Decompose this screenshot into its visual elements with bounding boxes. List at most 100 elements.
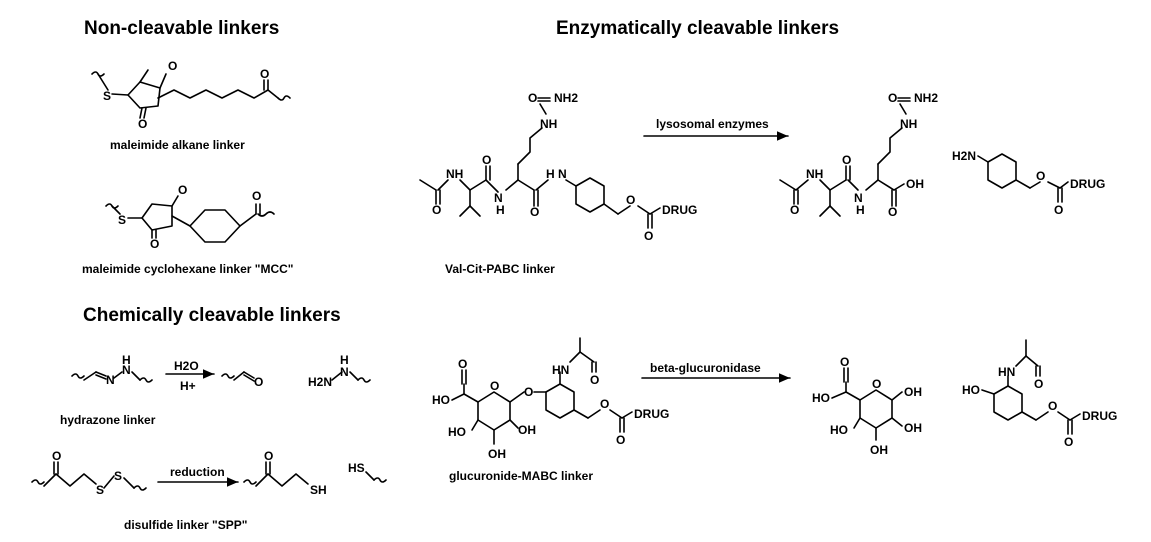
atom-oh: OH <box>906 177 924 191</box>
lysosomal-enzymes-arrow: lysosomal enzymes <box>643 117 789 141</box>
atom-o: O <box>1036 169 1045 183</box>
hydrazine-structure: H2N H N <box>308 353 371 389</box>
drug-label: DRUG <box>634 407 669 421</box>
atom-h: H <box>340 353 349 367</box>
atom-nh2: NH2 <box>914 91 938 105</box>
benzene-ring <box>987 153 1017 189</box>
atom-o: O <box>590 373 599 387</box>
benzene-ring <box>993 385 1023 421</box>
atom-nh: NH <box>900 117 917 131</box>
atom-o: O <box>790 203 799 217</box>
citrulline-chain <box>877 127 903 165</box>
reagent-beta-glucuronidase: beta-glucuronidase <box>650 361 761 375</box>
atom-o: O <box>178 183 187 197</box>
atom-ho: HO <box>432 393 450 407</box>
glucuronide-mabc-structure: O HO O HO OH OH O HN O O O DRUG <box>432 337 669 461</box>
reagent-lysosomal-enzymes: lysosomal enzymes <box>656 117 769 131</box>
benzene-ring <box>545 383 575 419</box>
atom-o: O <box>1054 203 1063 217</box>
disulfide-structure: O S S <box>31 449 147 497</box>
reagent-reduction: reduction <box>170 465 225 479</box>
atom-n: N <box>106 373 115 387</box>
pyranose-ring <box>477 391 511 431</box>
atom-o: O <box>600 397 609 411</box>
wavy-bond-icon <box>277 95 291 101</box>
atom-h2n: H2N <box>952 149 976 163</box>
atom-s: S <box>114 469 122 483</box>
wavy-bond-icon <box>139 377 153 383</box>
atom-nh: NH <box>806 167 823 181</box>
val-cit-pabc-structure: O NH O N H NH O NH2 O H N O <box>419 91 697 243</box>
atom-s: S <box>103 89 111 103</box>
glucuronide-mabc-caption: glucuronide-MABC linker <box>449 469 594 483</box>
atom-h: H <box>856 203 865 217</box>
atom-o: O <box>52 449 61 463</box>
wavy-bond-icon <box>31 479 45 485</box>
cyclohexane-ring <box>189 209 241 243</box>
atom-n: N <box>854 191 863 205</box>
atom-h: H <box>496 203 505 217</box>
mcc-structure: S O O O <box>105 183 275 251</box>
atom-s: S <box>96 483 104 497</box>
atom-o: O <box>644 229 653 243</box>
atom-nh: NH <box>540 117 557 131</box>
reduction-arrow: reduction <box>157 465 239 487</box>
alkane-chain <box>157 89 279 99</box>
atom-oh: OH <box>904 385 922 399</box>
reagent-h2o: H2O <box>174 359 199 373</box>
atom-o: O <box>530 205 539 219</box>
maleimide-alkane-structure: S O O O <box>91 59 291 131</box>
atom-o: O <box>252 189 261 203</box>
atom-nh2: NH2 <box>554 91 578 105</box>
atom-o: O <box>626 193 635 207</box>
atom-oh: OH <box>904 421 922 435</box>
mcc-caption: maleimide cyclohexane linker "MCC" <box>82 262 294 276</box>
hydrazone-caption: hydrazone linker <box>60 413 156 427</box>
atom-o: O <box>254 375 263 389</box>
propyl-chain <box>267 473 309 487</box>
wavy-bond-icon <box>133 485 147 491</box>
atom-o: O <box>888 205 897 219</box>
val-cit-acid-structure: O NH O N H NH O NH2 O OH <box>779 91 938 219</box>
atom-ho: HO <box>448 425 466 439</box>
atom-ho: HO <box>962 383 980 397</box>
atom-n: N <box>340 365 349 379</box>
wavy-bond-icon <box>257 211 275 217</box>
atom-o: O <box>840 355 849 369</box>
aldehyde-structure: O <box>221 371 263 389</box>
atom-o: O <box>458 357 467 371</box>
citrulline-chain <box>517 127 543 165</box>
atom-o: O <box>1064 435 1073 449</box>
atom-h2n: H2N <box>308 375 332 389</box>
atom-hn: HN <box>552 363 569 377</box>
wavy-bond-icon <box>221 373 235 379</box>
atom-o: O <box>842 153 851 167</box>
atom-n: N <box>494 191 503 205</box>
wavy-bond-icon <box>71 373 85 379</box>
hydrolysis-arrow: H2O H+ <box>165 359 215 393</box>
atom-hn: HN <box>998 365 1015 379</box>
thiol-fragment-structure: HS <box>348 461 387 483</box>
wavy-bond-icon <box>373 477 387 483</box>
thiol-product-structure: O SH <box>243 449 327 497</box>
drug-label: DRUG <box>1082 409 1117 423</box>
atom-o: O <box>432 203 441 217</box>
five-ring <box>127 81 161 109</box>
hydrazone-structure: N H N <box>71 353 153 387</box>
atom-o: O <box>888 91 897 105</box>
atom-oh: OH <box>870 443 888 457</box>
atom-n: N <box>122 363 131 377</box>
wavy-bond-icon <box>243 479 257 485</box>
atom-oh: OH <box>488 447 506 461</box>
pyranose-ring <box>859 389 893 429</box>
atom-sh: SH <box>310 483 327 497</box>
five-ring <box>141 203 173 231</box>
atom-o: O <box>482 153 491 167</box>
atom-o: O <box>490 379 499 393</box>
atom-o: O <box>1034 377 1043 391</box>
atom-o: O <box>138 117 147 131</box>
benzene-ring <box>575 177 605 213</box>
atom-o: O <box>264 449 273 463</box>
wavy-bond-icon <box>357 377 371 383</box>
